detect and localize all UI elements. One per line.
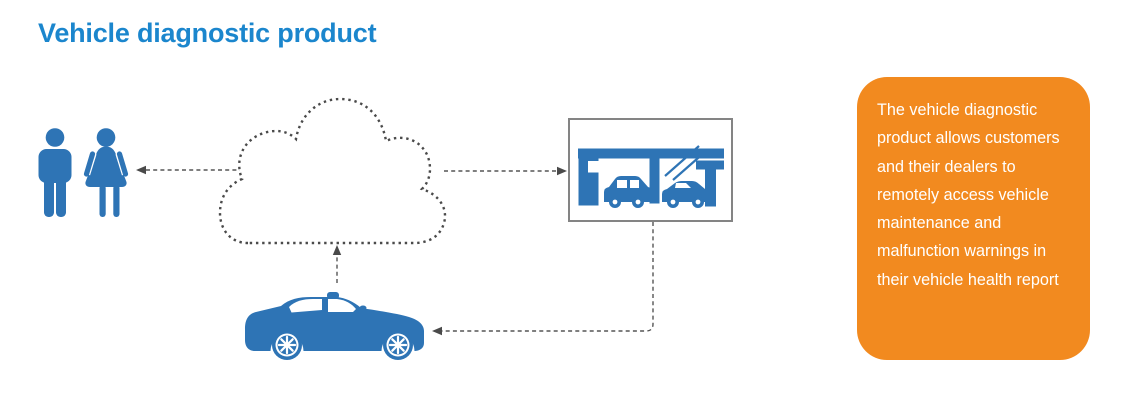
arrowhead-to-customers [136, 165, 146, 175]
front-wheel [383, 330, 413, 360]
arrow-dealer-to-vehicle-line [442, 222, 654, 332]
man-icon [38, 128, 72, 217]
garage-sedan-car [662, 181, 710, 208]
cloud-outline-icon [218, 97, 447, 245]
rear-wheel [272, 330, 302, 360]
page-title: Vehicle diagnostic product [38, 18, 377, 48]
callout-box: The vehicle diagnostic product allows cu… [857, 77, 1090, 360]
garage-wagon-car [604, 176, 653, 208]
garage-canopy [578, 148, 724, 159]
garage-right-beam [696, 160, 724, 170]
garage-right-pillar [705, 169, 716, 207]
dealer-garage-icon [578, 145, 724, 208]
callout-text: The vehicle diagnostic product allows cu… [877, 101, 1060, 289]
garage-left-pillar [578, 148, 599, 206]
dealer-panel [568, 118, 733, 222]
garage-middle-pillar [649, 158, 660, 204]
arrowhead-to-vehicle [432, 326, 442, 336]
customers-couple-icon [38, 128, 129, 217]
sedan-car-icon [245, 292, 424, 360]
arrowhead-to-cloud [332, 245, 342, 255]
arrowhead-to-dealer [557, 166, 567, 176]
woman-icon [83, 128, 129, 217]
vehicle-car-icon [245, 292, 424, 360]
